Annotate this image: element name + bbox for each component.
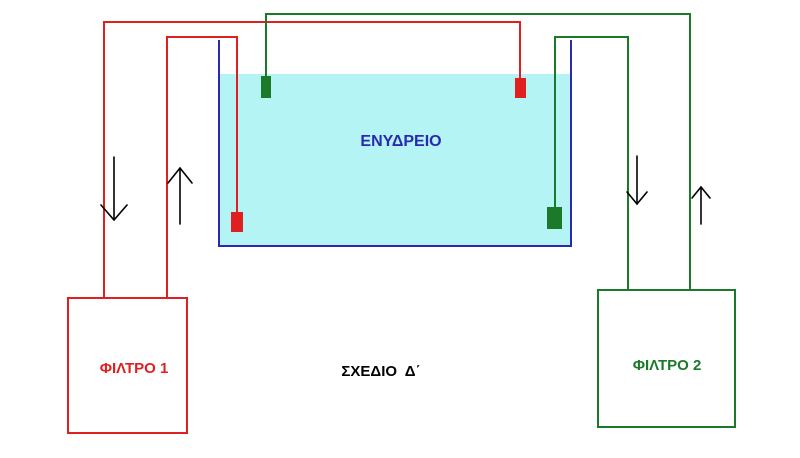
tank-outline [218, 40, 572, 247]
filter2-intake-nozzle [547, 207, 562, 229]
filter2-box [597, 289, 736, 428]
filter1-outlet-nozzle [515, 78, 526, 98]
filter1-inlet-pipe [166, 36, 238, 298]
filter2-label: ΦΙΛΤΡΟ 2 [633, 357, 702, 374]
filter1-intake-nozzle [231, 212, 243, 232]
filter1-outlet-pipe [103, 21, 521, 298]
arrow-down-icon [100, 156, 128, 222]
filter2-outlet-nozzle [261, 76, 271, 98]
filter1-label: ΦΙΛΤΡΟ 1 [100, 360, 169, 377]
filter2-inlet-pipe [554, 36, 629, 290]
water-area [219, 74, 571, 246]
filter2-outlet-pipe [265, 13, 691, 290]
arrow-down-icon [626, 155, 648, 206]
aquarium-label: ΕΝΥΔΡΕΙΟ [360, 133, 441, 150]
arrow-up-icon [691, 185, 711, 225]
filter1-box [67, 297, 188, 434]
arrow-up-icon [167, 166, 193, 225]
diagram-caption: ΣΧΕΔΙΟ Δ΄ [341, 363, 420, 380]
